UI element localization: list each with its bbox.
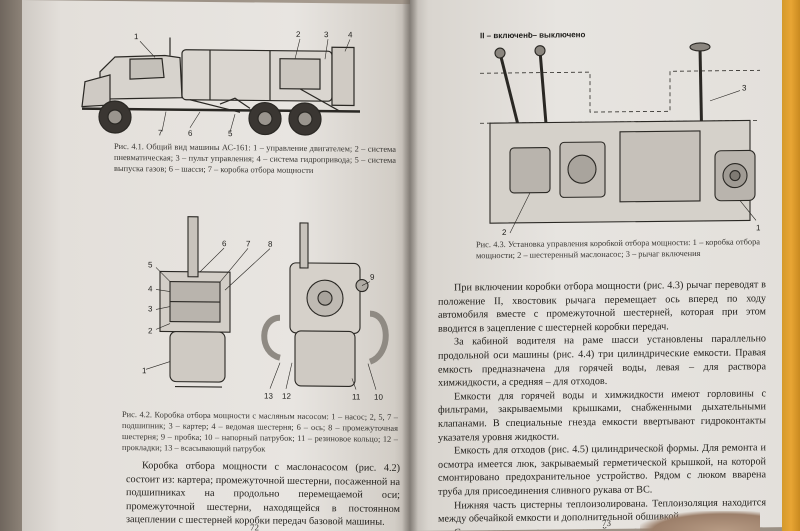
right-page: II – включено I – выключено (410, 0, 782, 531)
fig2-label-1: 1 (142, 366, 147, 375)
book-gutter (402, 0, 418, 531)
right-paragraph-4: Емкость для отходов (рис. 4.5) цилиндрич… (438, 442, 766, 498)
left-paragraph: Коробка отбора мощности с маслонасосом (… (126, 460, 400, 529)
fig1-label-7: 7 (158, 128, 163, 137)
finger-shadow (640, 511, 760, 531)
fig1-label-1: 1 (134, 32, 139, 41)
left-page: 1 2 3 4 5 6 7 Рис. 4.1. Общий вид машины… (22, 0, 410, 531)
fig2-label-6: 6 (222, 239, 227, 248)
fig2-label-10: 10 (374, 393, 383, 402)
page-number-right: 73 (602, 517, 611, 528)
fig1-label-4: 4 (348, 30, 353, 39)
right-paragraph-2: За кабиной водителя на раме шасси устано… (438, 333, 766, 389)
fig3-label-3: 3 (742, 83, 747, 92)
fig1-label-5: 5 (228, 129, 233, 138)
fig1-label-6: 6 (188, 129, 193, 138)
figure-4-3-control-unit: 1 2 3 (480, 42, 761, 237)
fig1-label-3: 3 (324, 30, 329, 39)
figure-4-2-gearbox: 1 2 3 4 5 6 7 8 9 10 11 12 13 (142, 216, 389, 402)
fig3-position-on-label: II – включено (480, 30, 533, 41)
fig2-label-2: 2 (148, 326, 153, 335)
fig2-label-8: 8 (268, 240, 273, 249)
fig2-label-4: 4 (148, 284, 153, 293)
page-number-left: 72 (250, 522, 259, 531)
fig2-label-5: 5 (148, 260, 153, 269)
fig3-label-1: 1 (756, 223, 761, 232)
fig2-label-13: 13 (264, 392, 273, 401)
book-edge (782, 0, 800, 531)
right-page-body: При включении коробки отбора мощности (р… (438, 278, 766, 531)
figure-4-1-truck: 1 2 3 4 5 6 7 (81, 30, 360, 138)
figure-4-3-caption: Рис. 4.3. Установка управления коробкой … (476, 237, 760, 261)
figure-4-2-caption: Рис. 4.2. Коробка отбора мощности с масл… (122, 410, 398, 454)
right-paragraph-1: При включении коробки отбора мощности (р… (438, 279, 766, 335)
fig2-label-9: 9 (370, 273, 375, 282)
left-page-body: Коробка отбора мощности с маслонасосом (… (126, 459, 400, 530)
fig2-label-12: 12 (282, 392, 291, 401)
fig2-label-7: 7 (246, 239, 251, 248)
fig1-label-2: 2 (296, 30, 301, 39)
fig3-label-2: 2 (502, 228, 507, 237)
fig2-label-11: 11 (352, 392, 361, 401)
fig3-position-off-label: I – выключено (528, 30, 586, 40)
right-paragraph-3: Емкости для горячей воды и химжидкости и… (438, 388, 766, 444)
fig2-label-3: 3 (148, 304, 153, 313)
figure-4-1-caption: Рис. 4.1. Общий вид машины АС-161: 1 – у… (114, 141, 396, 176)
